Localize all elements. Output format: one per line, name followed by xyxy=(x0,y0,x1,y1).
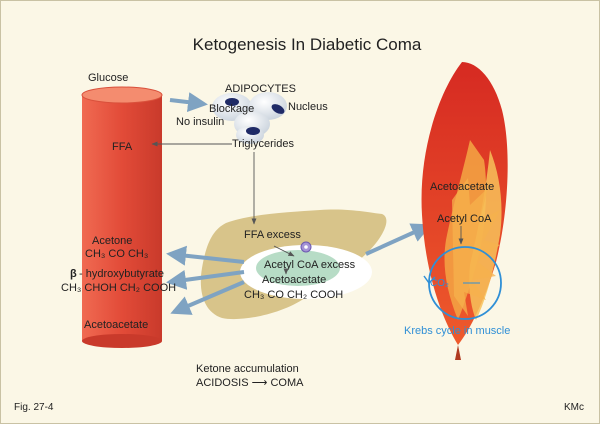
figure-number: Fig. 27-4 xyxy=(14,402,54,413)
hydroxybutyrate-label: - hydroxybutyrate xyxy=(79,268,164,280)
acetoacetate-muscle-label: Acetoacetate xyxy=(430,181,494,193)
no-insulin-label: No insulin xyxy=(176,116,224,128)
krebs-cycle-label: Krebs cycle in muscle xyxy=(404,325,510,337)
glucose-label: Glucose xyxy=(88,72,128,84)
ffa-label: FFA xyxy=(112,141,133,153)
hydroxybutyrate-formula: CH₃ CHOH CH₂ COOH xyxy=(61,282,176,294)
adipocytes-label: ADIPOCYTES xyxy=(225,83,296,95)
nucleus-icon xyxy=(225,98,239,106)
hydroxybutyrate-release-arrow xyxy=(166,269,245,290)
co2-label: CO₂ xyxy=(430,278,449,289)
acetyl-coa-muscle-label: Acetyl CoA xyxy=(437,213,492,225)
ffa-excess-label: FFA excess xyxy=(244,229,301,241)
beta-symbol: β xyxy=(70,268,77,280)
acetoacetate-release-arrow xyxy=(170,280,245,315)
blood-vessel xyxy=(81,86,163,348)
acetone-formula: CH₃ CO CH₃ xyxy=(85,248,148,260)
glucose-arrow xyxy=(169,92,208,113)
acetoacetate-formula: CH₃ CO CH₂ COOH xyxy=(244,289,343,301)
diagram-title: Ketogenesis In Diabetic Coma xyxy=(193,35,422,54)
acetyl-coa-excess-label: Acetyl CoA excess xyxy=(264,259,356,271)
nucleus-label: Nucleus xyxy=(288,101,328,113)
muscle-shape xyxy=(421,62,508,360)
to-muscle-arrow xyxy=(365,223,432,256)
acetone-label: Acetone xyxy=(92,235,132,247)
ketone-accumulation-label: Ketone accumulation xyxy=(196,363,299,375)
author-initials: KMc xyxy=(564,402,584,413)
hepatocyte-inner xyxy=(256,250,340,286)
ffa-to-acetyl-arrow xyxy=(273,245,295,257)
acetoacetate-blood-label: Acetoacetate xyxy=(84,319,148,331)
acetoacetate-liver-label: Acetoacetate xyxy=(262,274,326,286)
nucleus-icon xyxy=(246,127,260,135)
nucleus-icon xyxy=(271,104,285,114)
triglycerides-label: Triglycerides xyxy=(232,138,294,150)
blockage-label: Blockage xyxy=(209,103,254,115)
acetone-release-arrow xyxy=(166,245,245,266)
acidosis-coma-label: ACIDOSIS ⟶ COMA xyxy=(196,377,304,389)
krebs-cycle-arrow-icon xyxy=(423,275,436,284)
